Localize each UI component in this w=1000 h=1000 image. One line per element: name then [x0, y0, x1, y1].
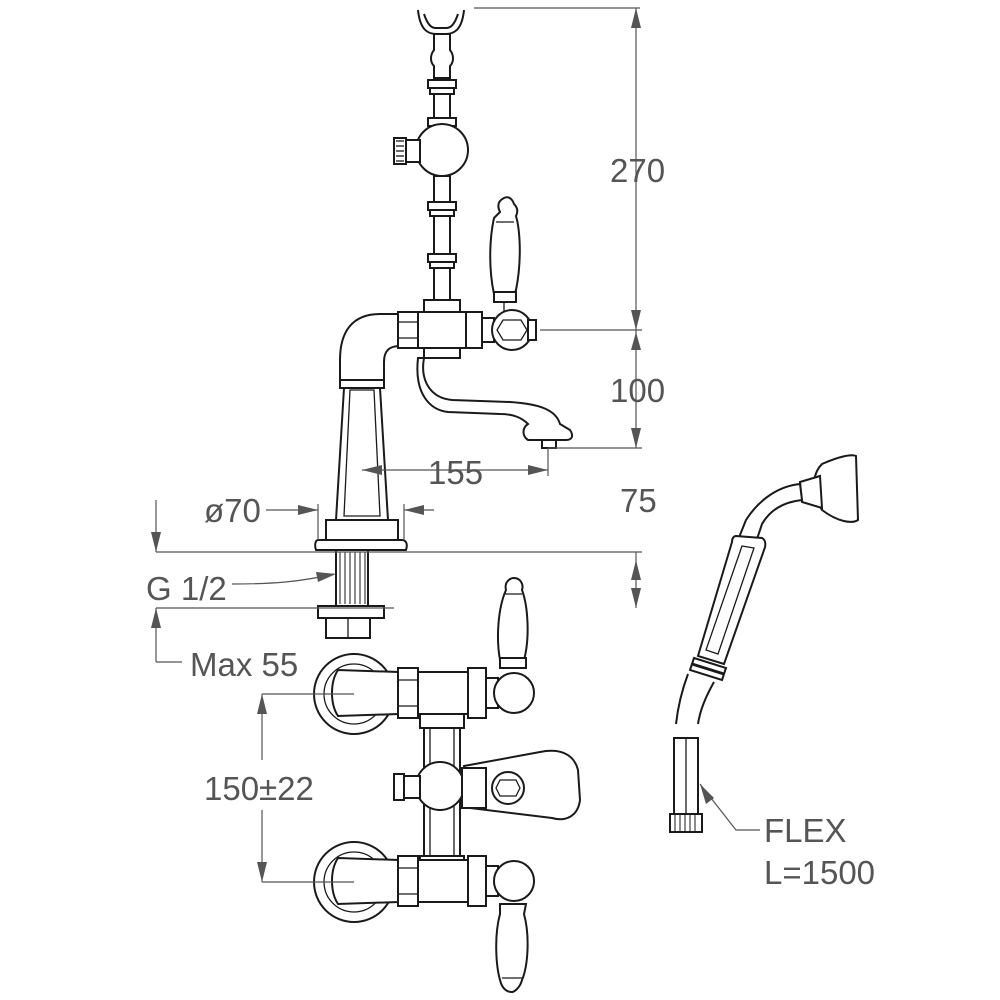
lower-wall-mixer-assembly: [313, 576, 582, 994]
dim-label-100: 100: [610, 372, 665, 409]
hose-label-flex: FLEX: [764, 812, 847, 849]
dimension-lines: [151, 7, 760, 883]
dim-label-diameter-70: ø70: [204, 492, 261, 529]
upper-mixer-assembly: [314, 9, 574, 639]
hose-label-length: L=1500: [764, 854, 875, 891]
dim-label-centers: 150±22: [204, 770, 314, 807]
dim-label-270: 270: [610, 152, 665, 189]
dim-label-thread: G 1/2: [146, 570, 227, 607]
dim-label-155: 155: [428, 454, 483, 491]
dim-label-max-55: Max 55: [190, 646, 298, 683]
dim-label-75: 75: [620, 482, 657, 519]
hand-shower-assembly: [669, 454, 860, 833]
